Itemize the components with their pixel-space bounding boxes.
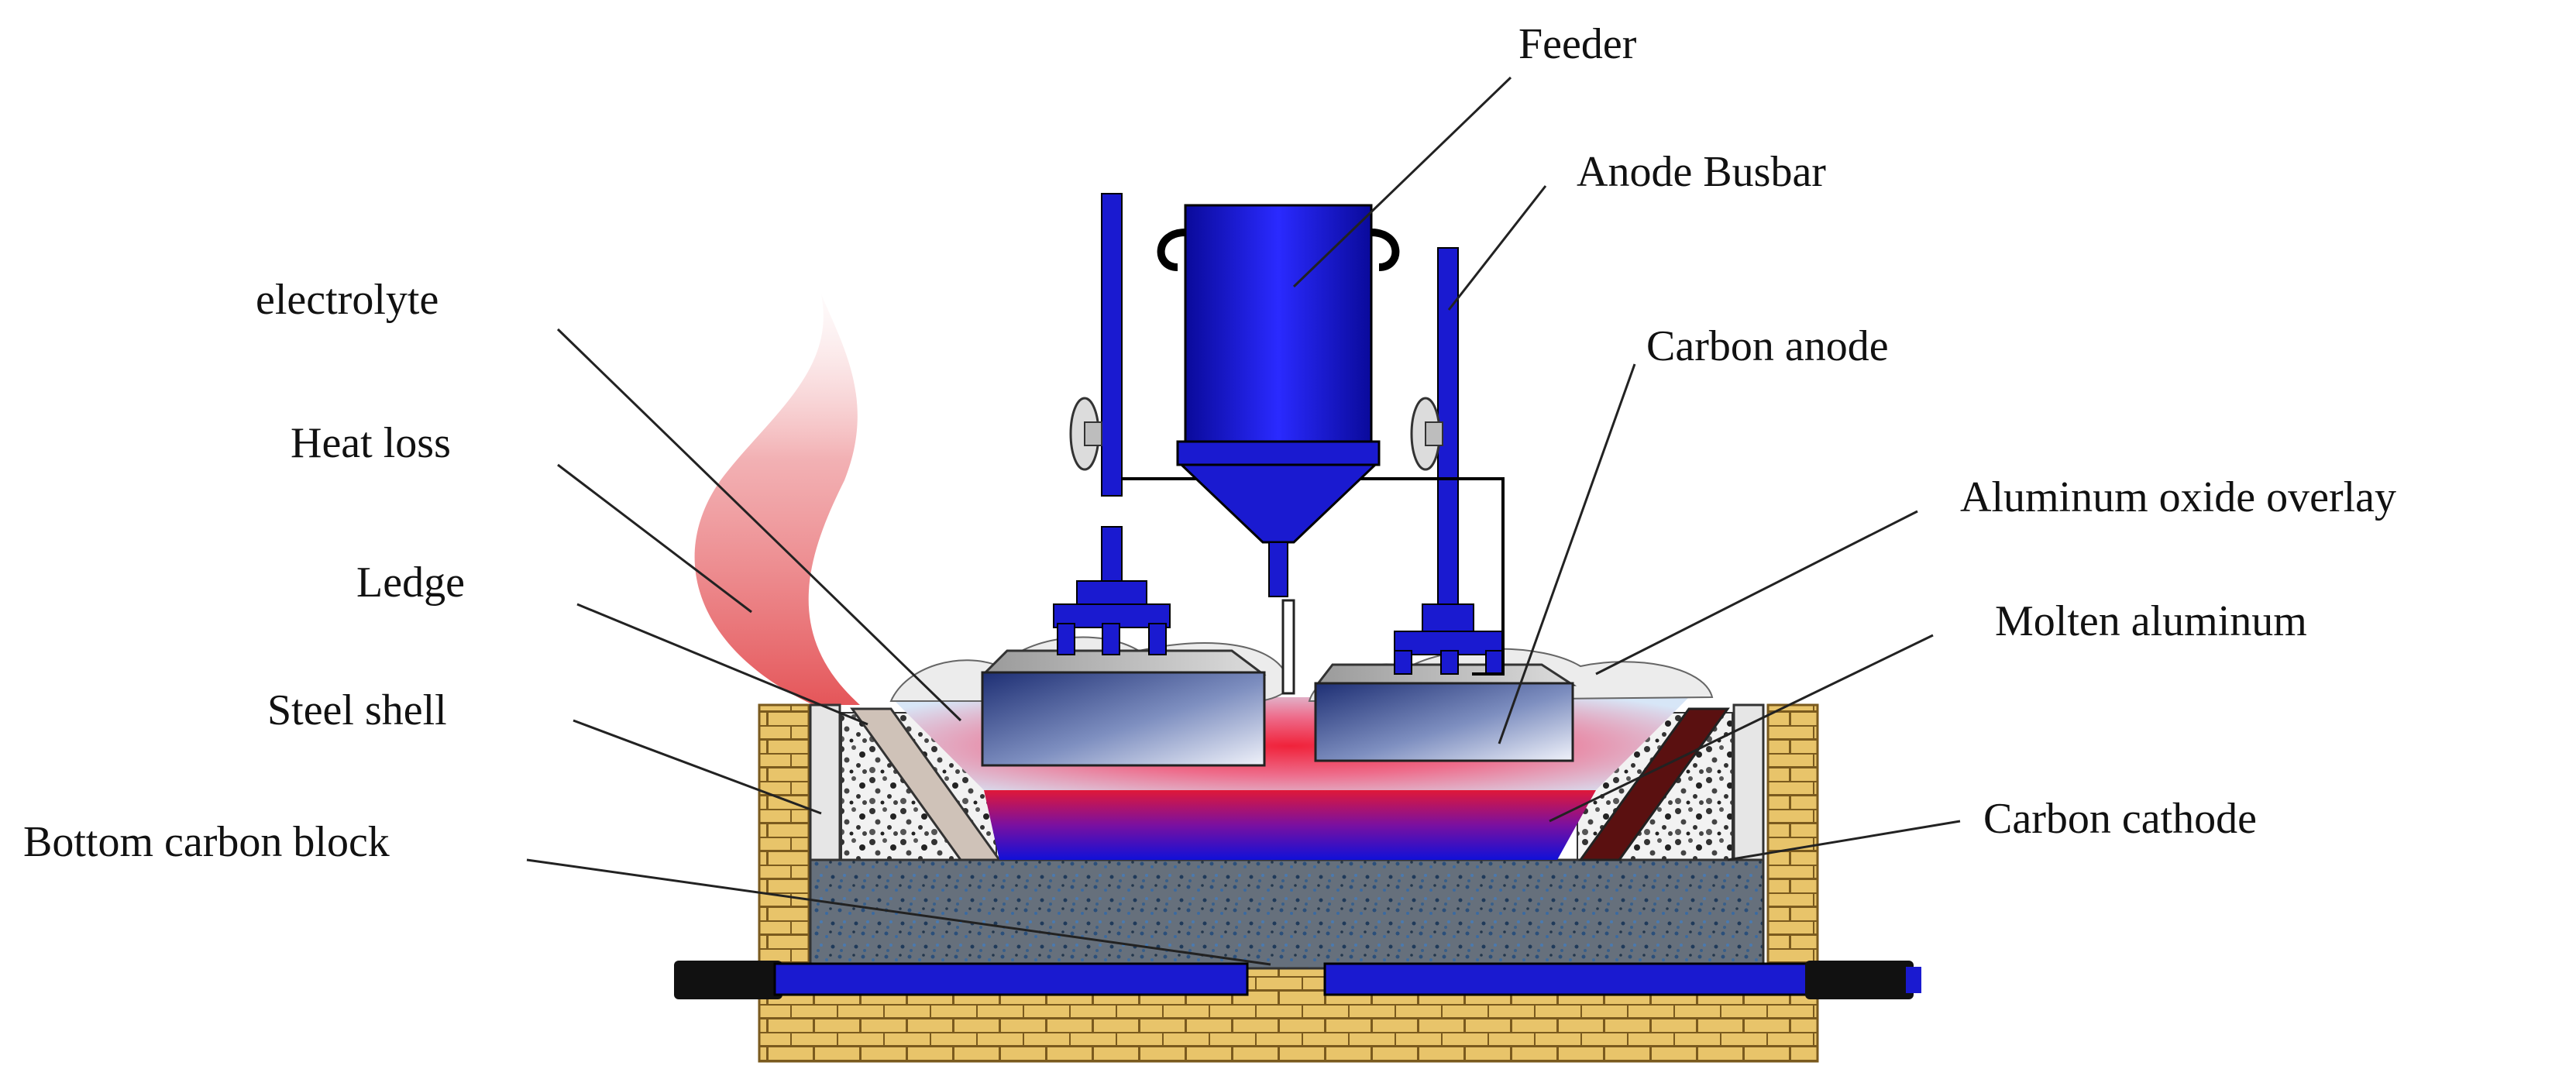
brick-wall-left xyxy=(758,703,810,970)
leader-carbon-cathode xyxy=(1727,820,1961,861)
label-anode-busbar: Anode Busbar xyxy=(1577,148,1826,196)
collector-bar-left xyxy=(773,962,1249,996)
label-molten-aluminum: Molten aluminum xyxy=(1995,597,2307,645)
leader-aluminum-oxide-overlay xyxy=(1595,510,1918,676)
carbon-cathode-block xyxy=(809,858,1765,970)
anode-clamp-right xyxy=(1410,397,1443,471)
leader-steel-shell xyxy=(573,719,822,815)
label-ledge: Ledge xyxy=(356,559,465,607)
label-aluminum-oxide-overlay: Aluminum oxide overlay xyxy=(1960,473,2396,521)
leader-anode-busbar xyxy=(1447,185,1547,311)
molten-aluminum-pad xyxy=(984,790,1596,860)
anode-rod-right xyxy=(1394,247,1504,675)
anode-clamp-left xyxy=(1069,397,1102,471)
anode-rod-left xyxy=(1053,193,1171,655)
ledge-right xyxy=(1578,707,1730,861)
label-electrolyte: electrolyte xyxy=(256,276,439,324)
label-bottom-carbon-block: Bottom carbon block xyxy=(23,818,390,866)
leader-feeder xyxy=(1292,76,1512,288)
leader-bottom-carbon-block xyxy=(526,858,1271,966)
heat-loss-plume xyxy=(694,294,860,705)
collector-bar-right-tip xyxy=(1906,967,1921,993)
feeder-hopper xyxy=(1157,204,1400,597)
leader-heat-loss xyxy=(557,463,752,614)
label-feeder: Feeder xyxy=(1518,20,1637,68)
collector-bar-right-end xyxy=(1805,961,1914,999)
label-steel-shell: Steel shell xyxy=(267,686,447,734)
leader-carbon-anode xyxy=(1498,363,1636,744)
leader-ledge xyxy=(576,603,868,726)
carbon-anode-left xyxy=(981,649,1267,767)
collector-bar-left-end xyxy=(674,961,782,999)
carbon-anode-right xyxy=(1314,663,1577,762)
leader-molten-aluminum xyxy=(1549,634,1934,823)
brick-wall-right xyxy=(1766,703,1819,970)
label-heat-loss: Heat loss xyxy=(291,419,451,467)
label-carbon-cathode: Carbon cathode xyxy=(1983,795,2257,843)
label-carbon-anode: Carbon anode xyxy=(1646,322,1889,370)
leader-electrolyte xyxy=(556,328,962,722)
steel-shell-left xyxy=(809,703,841,885)
feeder-crust-breaker xyxy=(1281,599,1295,695)
leader-lines xyxy=(526,76,1961,966)
collector-bar-right xyxy=(1323,962,1822,996)
